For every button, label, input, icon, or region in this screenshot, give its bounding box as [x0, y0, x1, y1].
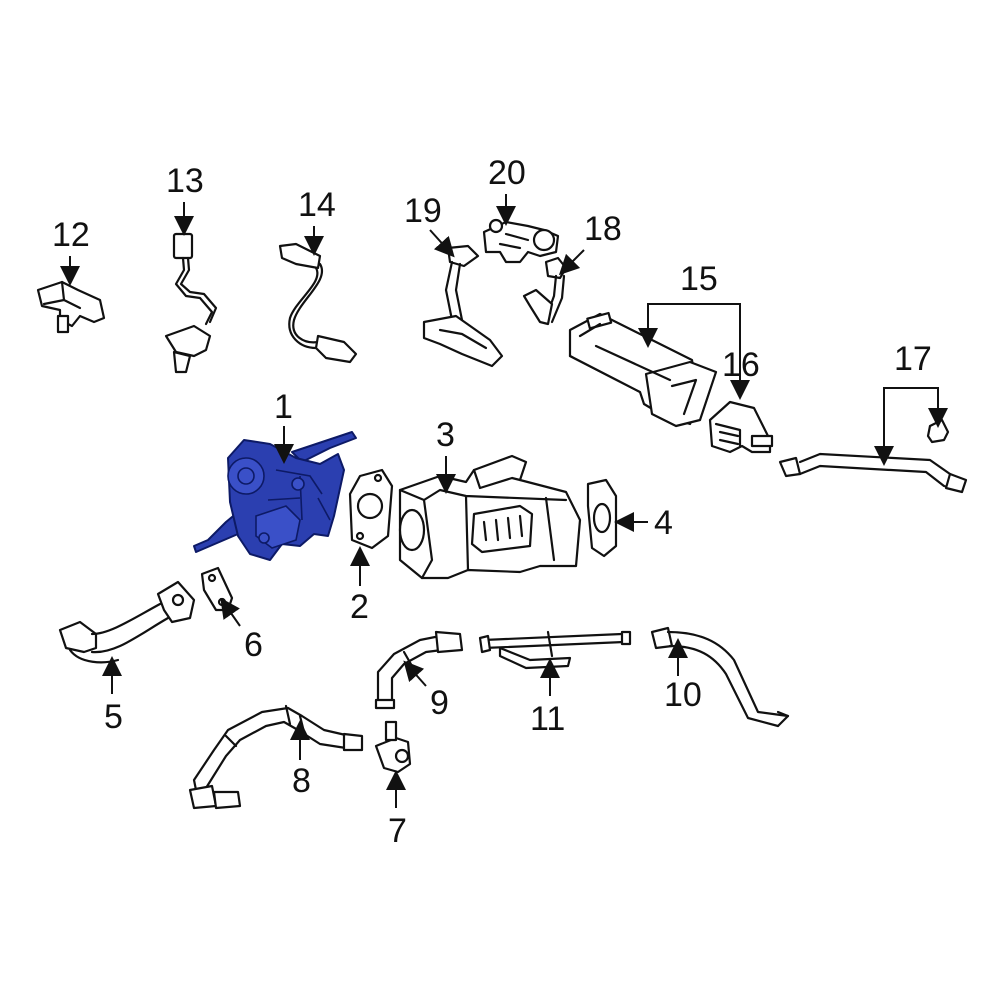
- callout-label-6: 6: [244, 626, 263, 664]
- part-16-valve[interactable]: [708, 400, 774, 454]
- callout-6: 6: [220, 597, 263, 664]
- part-18-bracket[interactable]: [522, 256, 568, 326]
- callout-label-14: 14: [298, 186, 336, 224]
- part-15-canister[interactable]: [568, 311, 718, 428]
- part-1-egr-valve[interactable]: [193, 431, 357, 561]
- callout-label-17: 17: [894, 340, 932, 378]
- leader-arrow-9: [403, 660, 427, 687]
- callout-label-5: 5: [104, 698, 123, 736]
- part-8-hose[interactable]: [188, 704, 364, 810]
- callout-label-9: 9: [430, 684, 449, 722]
- callout-label-4: 4: [654, 504, 673, 542]
- callout-label-12: 12: [52, 216, 90, 254]
- callout-16: 16: [722, 346, 760, 384]
- part-20-sensor[interactable]: [482, 218, 560, 264]
- part-13-sensor[interactable]: [164, 232, 218, 374]
- callout-11: 11: [530, 658, 565, 738]
- callout-label-11: 11: [530, 700, 565, 738]
- part-2-gasket[interactable]: [348, 468, 394, 550]
- part-4-gasket[interactable]: [586, 478, 618, 558]
- callout-label-20: 20: [488, 154, 526, 192]
- part-14-sensor[interactable]: [278, 242, 358, 364]
- callout-4: 4: [614, 504, 673, 542]
- callout-9: 9: [403, 660, 449, 722]
- leader-arrow-6: [220, 597, 241, 627]
- part-6-gasket[interactable]: [200, 566, 234, 612]
- callout-19: 19: [404, 192, 455, 258]
- part-9-hose[interactable]: [374, 630, 464, 710]
- callout-7: 7: [386, 770, 407, 850]
- part-11-pipe[interactable]: [478, 630, 632, 670]
- part-12-bracket[interactable]: [36, 280, 106, 334]
- callout-18: 18: [558, 210, 622, 276]
- part-19-sensor[interactable]: [422, 244, 504, 368]
- callout-13: 13: [166, 162, 204, 236]
- leader-arrow-18: [558, 249, 585, 276]
- part-5-pipe[interactable]: [58, 580, 196, 664]
- callout-10: 10: [664, 638, 702, 714]
- callout-label-19: 19: [404, 192, 442, 230]
- callout-12: 12: [52, 216, 90, 286]
- part-7-sensor[interactable]: [374, 720, 412, 774]
- callout-15: 15: [638, 260, 750, 400]
- callout-17: 17: [874, 340, 948, 466]
- part-3-egr-cooler[interactable]: [398, 454, 582, 580]
- callout-label-2: 2: [350, 588, 369, 626]
- callout-label-10: 10: [664, 676, 702, 714]
- callout-label-1: 1: [274, 388, 293, 426]
- part-17-hose[interactable]: [778, 418, 968, 494]
- leader-arrow-19: [429, 229, 455, 258]
- callout-label-16: 16: [722, 346, 760, 384]
- callout-label-8: 8: [292, 762, 311, 800]
- callout-label-15: 15: [680, 260, 718, 298]
- callout-2: 2: [350, 546, 370, 626]
- callout-label-7: 7: [388, 812, 407, 850]
- callout-20: 20: [488, 154, 526, 226]
- callout-8: 8: [290, 720, 311, 800]
- leader-bracket-15: [647, 303, 741, 340]
- callout-3: 3: [436, 416, 456, 494]
- callout-14: 14: [298, 186, 336, 256]
- callout-label-13: 13: [166, 162, 204, 200]
- leader-bracket-17: [883, 387, 939, 456]
- callout-label-18: 18: [584, 210, 622, 248]
- callout-label-3: 3: [436, 416, 455, 454]
- callout-1: 1: [274, 388, 294, 464]
- callout-5: 5: [102, 656, 123, 736]
